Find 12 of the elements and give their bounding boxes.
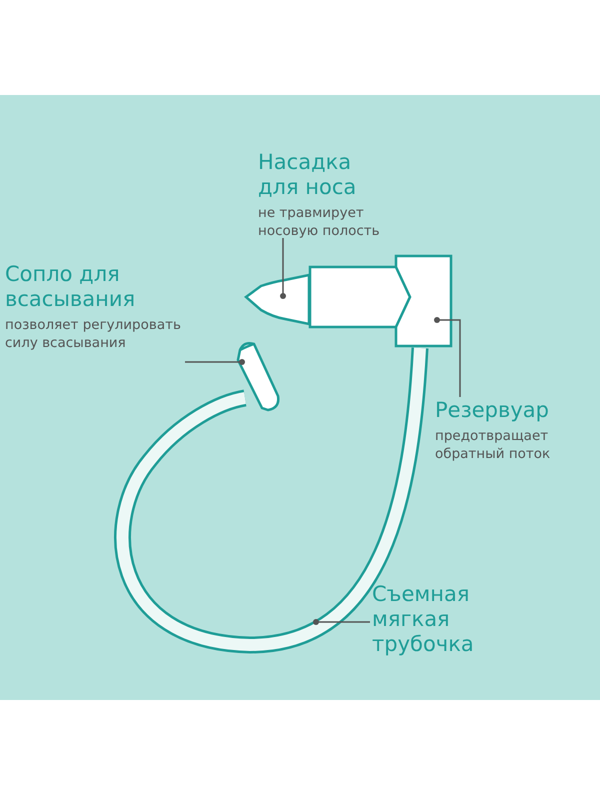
reservoir-drawing — [306, 253, 454, 349]
leader-line — [434, 317, 461, 397]
callout-heading: Резервуар — [435, 398, 550, 423]
callout-description: позволяет регулировать силу всасывания — [5, 316, 182, 352]
leader-line — [280, 238, 286, 299]
callout-heading: Насадка для носа — [258, 150, 358, 200]
leader-line — [313, 619, 370, 625]
callout-description: не травмирует носовую полость — [258, 204, 381, 240]
callout-heading: Сопло для всасывания — [5, 262, 136, 312]
callout-heading: Съемная мягкая трубочка — [372, 582, 475, 657]
callout-description: предотвращает обратный поток — [435, 427, 552, 463]
leader-line — [185, 359, 245, 365]
